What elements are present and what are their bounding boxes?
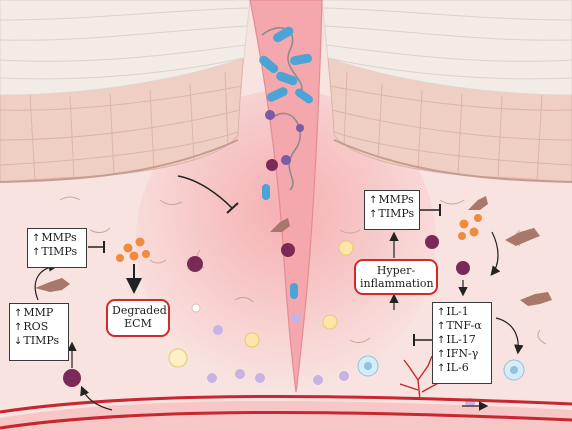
label-text: TNF-α — [446, 319, 482, 332]
label-row: ↑TIMPs — [32, 245, 82, 259]
label-row: ↓TIMPs — [14, 334, 64, 348]
label-row: ↑TIMPs — [369, 207, 415, 221]
label-row: ↑IFN-γ — [437, 347, 487, 361]
label-row: ↑MMPs — [32, 231, 82, 245]
up-arrow-icon: ↑ — [369, 195, 378, 206]
label-left-mmps-timps: ↑MMPs ↑TIMPs — [27, 228, 87, 268]
arrow-vessel-to-neutrophil — [80, 385, 113, 411]
inhibition-line-epidermis — [177, 175, 233, 209]
up-arrow-icon: ↑ — [437, 321, 446, 332]
up-arrow-icon: ↑ — [437, 349, 446, 360]
label-right-mmps-timps: ↑MMPs ↑TIMPs — [364, 190, 420, 230]
label-cytokines: ↑IL-1 ↑TNF-α ↑IL-17 ↑IFN-γ ↑IL-6 — [432, 302, 492, 384]
epidermis-left — [0, 0, 251, 183]
fibroblasts — [35, 196, 552, 306]
up-arrow-icon: ↑ — [14, 322, 23, 333]
label-row: ↑IL-17 — [437, 333, 487, 347]
label-row: ↑ROS — [14, 320, 64, 334]
neutrophils — [63, 159, 470, 387]
lymphocytes — [168, 240, 354, 368]
label-text: IL-17 — [446, 333, 476, 346]
label-row: ↑TNF-α — [437, 319, 487, 333]
arrow-right-loop-down — [495, 317, 524, 355]
label-line: Hyper- — [376, 264, 416, 277]
label-row: ↑IL-6 — [437, 361, 487, 375]
blue-cells — [357, 355, 525, 381]
inhibition-bar-epidermis — [226, 202, 239, 214]
label-line: ECM — [124, 317, 152, 330]
label-degraded-ecm: Degraded ECM — [106, 299, 170, 337]
arrow-right-loop-up — [490, 231, 501, 276]
label-line: Degraded — [112, 304, 167, 317]
up-arrow-icon: ↑ — [437, 307, 446, 318]
label-text: TIMPs — [41, 245, 78, 258]
label-row: ↑MMP — [14, 306, 64, 320]
up-arrow-icon: ↑ — [32, 233, 41, 244]
up-arrow-icon: ↑ — [32, 247, 41, 258]
up-arrow-icon: ↑ — [14, 308, 23, 319]
label-text: IL-1 — [446, 305, 469, 318]
up-arrow-icon: ↑ — [437, 335, 446, 346]
blood-vessel — [0, 394, 572, 431]
label-line: inflammation — [360, 277, 434, 290]
label-text: IL-6 — [446, 361, 469, 374]
bacteria-cluster — [259, 26, 313, 299]
label-text: TIMPs — [23, 334, 60, 347]
label-text: MMPs — [41, 231, 77, 244]
label-row: ↑IL-1 — [437, 305, 487, 319]
up-arrow-icon: ↑ — [369, 209, 378, 220]
epidermis-right — [321, 0, 572, 183]
label-text: MMPs — [378, 193, 414, 206]
down-arrow-icon: ↓ — [14, 336, 23, 347]
up-arrow-icon: ↑ — [437, 363, 446, 374]
label-row: ↑MMPs — [369, 193, 415, 207]
label-text: ROS — [23, 320, 49, 333]
label-text: IFN-γ — [446, 347, 479, 360]
label-left-mmp-ros-timps: ↑MMP ↑ROS ↓TIMPs — [9, 303, 69, 361]
label-text: MMP — [23, 306, 54, 319]
label-hyper-inflammation: Hyper- inflammation — [354, 259, 438, 295]
orange-cells — [116, 214, 482, 262]
label-text: TIMPs — [378, 207, 415, 220]
capillary-sprout — [399, 355, 451, 401]
